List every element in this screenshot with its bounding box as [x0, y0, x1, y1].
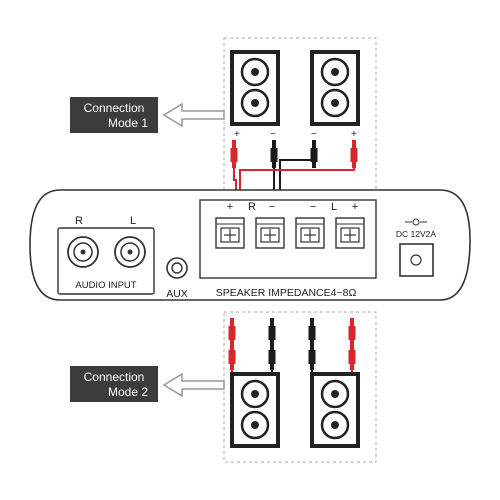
aux-jack[interactable]	[166, 257, 188, 279]
mode2-right-speaker	[310, 372, 360, 448]
mode1-tag-line1: Connection	[84, 101, 145, 115]
audio-input-r-label: R	[75, 215, 83, 227]
terminal-slot-1[interactable]	[215, 217, 245, 249]
mode1-group: + − − + Connection Mode 1	[70, 37, 377, 191]
dc-jack[interactable]	[399, 243, 434, 277]
mode1-right-speaker-plus: +	[351, 129, 357, 140]
speaker-impedance-label: SPEAKER IMPEDANCE4~8Ω	[216, 287, 357, 299]
mode2-tag-line2: Mode 2	[108, 385, 148, 399]
mode2-arrow	[162, 372, 225, 398]
terminal-l-plus: +	[352, 201, 358, 213]
terminal-l-minus: −	[310, 201, 316, 213]
terminal-slot-2[interactable]	[255, 217, 285, 249]
rca-jack-l[interactable]	[114, 236, 146, 268]
rca-jack-r[interactable]	[67, 236, 99, 268]
mode1-left-speaker-minus: −	[270, 129, 276, 140]
mode1-left-speaker	[230, 50, 280, 126]
terminal-slot-4[interactable]	[335, 217, 365, 249]
mode2-tag-line1: Connection	[84, 370, 145, 384]
dc-label: DC 12V2A	[396, 229, 436, 239]
mode1-arrow	[162, 102, 225, 128]
mode1-tag	[70, 97, 158, 133]
mode2-left-speaker	[230, 372, 280, 448]
terminal-r-label: R	[248, 201, 256, 213]
mode1-left-speaker-plus: +	[234, 129, 240, 140]
mode1-right-speaker-minus: −	[311, 129, 317, 140]
terminal-r-minus: −	[269, 201, 275, 213]
mode1-tag-line2: Mode 1	[108, 116, 148, 130]
mode1-right-speaker	[310, 50, 360, 126]
terminal-r-plus: +	[227, 201, 233, 213]
audio-input-label: AUDIO INPUT	[75, 280, 136, 291]
dc-polarity-icon	[405, 218, 427, 226]
amplifier-panel: R L AUDIO INPUT AUX + R − − L + SPE	[29, 189, 471, 301]
terminal-slot-3[interactable]	[295, 217, 325, 249]
mode2-tag	[70, 366, 158, 402]
audio-input-l-label: L	[130, 215, 136, 227]
aux-label: AUX	[166, 288, 188, 300]
mode2-group: Connection Mode 2	[70, 311, 377, 463]
terminal-l-label: L	[331, 201, 337, 213]
